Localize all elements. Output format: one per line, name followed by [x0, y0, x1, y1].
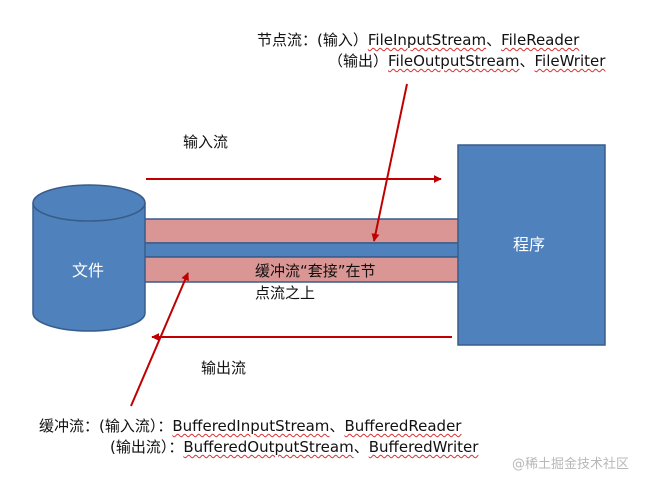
buffered-output-stream-class: BufferedOutputStream	[183, 438, 354, 456]
node-stream-separator: 、	[486, 31, 502, 49]
buffered-stream-caption-line2: (输出流）：BufferedOutputStream、BufferedWrite…	[110, 438, 478, 456]
program-box	[457, 144, 606, 346]
buffer-label-line1: 缓冲流“套接”在节	[255, 262, 376, 280]
buffered-stream-caption-line1: 缓冲流：(输入流）：BufferedInputStream、BufferedRe…	[39, 417, 461, 435]
file-writer-class: FileWriter	[534, 52, 606, 70]
node-stream-caption-line1: 节点流：(输入）FileInputStream、FileReader	[257, 31, 579, 49]
node-stream-output-prefix: （输出）	[328, 52, 389, 70]
node-stream-band-top	[141, 218, 461, 244]
watermark: @稀土掘金技术社区	[512, 457, 630, 472]
buffered-stream-separator: 、	[353, 438, 369, 456]
node-stream-band-middle	[141, 242, 461, 258]
output-flow-label: 输出流	[201, 359, 247, 377]
file-output-stream-class: FileOutputStream	[388, 52, 520, 70]
buffered-stream-input-prefix: 缓冲流：(输入流）：	[39, 417, 173, 435]
node-stream-caption-line2: （输出）FileOutputStream、FileWriter	[328, 52, 605, 70]
buffered-stream-output-prefix: (输出流）：	[110, 438, 184, 456]
file-label: 文件	[72, 261, 105, 280]
buffered-input-stream-class: BufferedInputStream	[172, 417, 330, 435]
buffered-stream-separator: 、	[329, 417, 345, 435]
input-flow-label: 输入流	[183, 133, 229, 151]
file-reader-class: FileReader	[501, 31, 580, 49]
node-stream-pointer-arrow	[371, 83, 408, 242]
buffered-reader-class: BufferedReader	[344, 417, 462, 435]
file-cylinder	[32, 184, 146, 332]
buffered-writer-class: BufferedWriter	[368, 438, 479, 456]
node-stream-separator: 、	[519, 52, 535, 70]
buffered-stream-pointer-arrow	[130, 272, 189, 407]
buffer-label-line2: 点流之上	[255, 284, 316, 302]
file-input-stream-class: FileInputStream	[367, 31, 487, 49]
node-stream-input-prefix: 节点流：(输入）	[257, 31, 368, 49]
program-label: 程序	[513, 235, 546, 254]
